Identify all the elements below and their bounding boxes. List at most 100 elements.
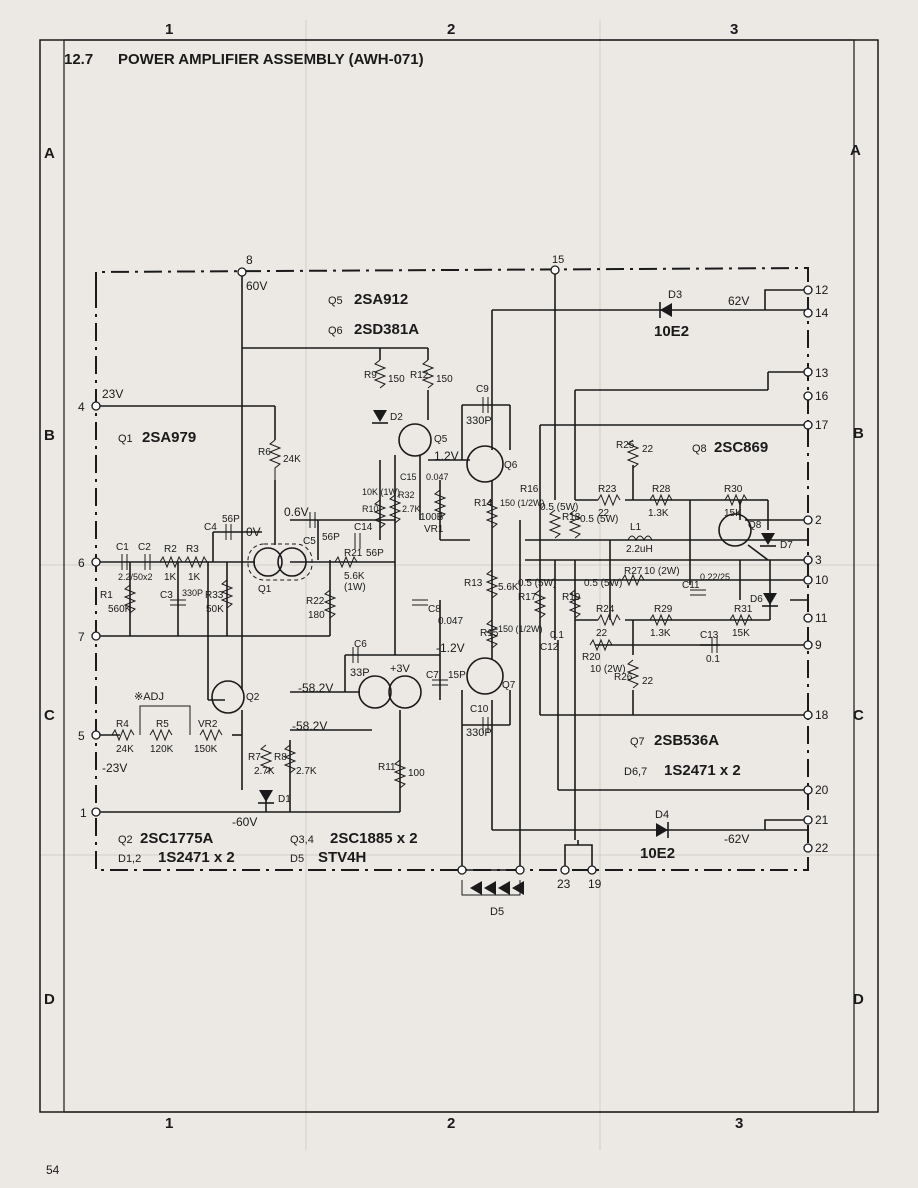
row-label-right-c: C <box>853 707 864 724</box>
r16-value: 0.5 (5W) <box>540 502 578 513</box>
r23-label: R23 <box>598 484 617 495</box>
terminals <box>91 265 813 875</box>
resistor-r27-symbol <box>621 573 645 587</box>
transistor-q6-symbol <box>466 445 504 483</box>
c15-label: C15 <box>400 472 417 482</box>
r3-label: R3 <box>186 544 199 555</box>
resistor-r16-symbol <box>548 509 562 539</box>
capacitor-c4-symbol <box>225 524 232 540</box>
d1-label: D1 <box>278 794 291 805</box>
r5-label: R5 <box>156 719 169 730</box>
c11-label: C11 <box>682 580 700 591</box>
r11-value: 100 <box>408 768 425 779</box>
resistor-r22-symbol <box>323 589 337 619</box>
c9-value: 330P <box>466 415 492 427</box>
capacitor-c6-symbol <box>352 647 359 663</box>
r26-label: R26 <box>614 672 633 683</box>
terminal-label-4: 4 <box>78 400 85 414</box>
terminal-label-12: 12 <box>815 283 829 297</box>
terminal-3 <box>803 555 813 565</box>
c12-value-label: 2.2/50x2 <box>118 572 153 582</box>
r9-label: R9 <box>364 370 377 381</box>
c7-value: 15P <box>448 670 466 681</box>
c2-label: C2 <box>138 542 151 553</box>
adj-label: ※ADJ <box>134 691 164 703</box>
voltage-60v: 60V <box>246 279 267 293</box>
r3-value: 1K <box>188 572 201 583</box>
terminal-label-20: 20 <box>815 783 829 797</box>
resistor-r14-symbol <box>485 499 499 529</box>
terminal-label-14: 14 <box>815 306 829 320</box>
resistor-r17-symbol <box>533 589 547 619</box>
r33-value: 50K <box>206 604 224 615</box>
terminal-2 <box>803 515 813 525</box>
voltage-n60v: -60V <box>232 815 257 829</box>
q5-symbol-label: Q5 <box>434 434 448 445</box>
voltage-n62v: -62V <box>724 832 749 846</box>
q7-type: 2SB536A <box>654 732 719 749</box>
diode-d1-symbol <box>259 790 273 802</box>
q8-type: 2SC869 <box>714 439 768 456</box>
resistor-r20-symbol <box>589 638 613 652</box>
capacitor-c1c2-symbol <box>121 554 151 570</box>
d4-type: 10E2 <box>640 845 675 862</box>
voltage-0-6v: 0.6V <box>284 505 309 519</box>
d6-label: D6 <box>750 594 763 605</box>
l1-value: 2.2uH <box>626 544 653 555</box>
resistor-vr1-symbol <box>433 489 447 519</box>
capacitor-c11-symbol <box>690 589 706 596</box>
capacitor-c7-symbol <box>432 679 448 686</box>
transistor-q2-symbol <box>211 680 245 714</box>
resistor-r3-symbol <box>184 555 208 569</box>
vr1-label: VR1 <box>424 524 444 535</box>
r17-label: R17 <box>518 592 537 603</box>
r17-value: 0.5 (5W) <box>518 578 556 589</box>
q6-ref: Q6 <box>328 325 343 337</box>
r22-value: 180 <box>308 610 325 621</box>
c3-label: C3 <box>160 590 173 601</box>
terminal-d5b <box>515 865 525 875</box>
capacitor-c9-symbol <box>482 397 489 413</box>
resistor-r10-symbol <box>373 499 387 529</box>
r20-label: R20 <box>582 652 601 663</box>
terminal-d5a <box>457 865 467 875</box>
q2-symbol-label: Q2 <box>246 692 260 703</box>
d67-type: 1S2471 x 2 <box>664 762 741 779</box>
diode-d6-symbol <box>763 593 777 605</box>
terminal-label-2: 2 <box>815 513 822 527</box>
terminal-label-3: 3 <box>815 553 822 567</box>
r28-value: 1.3K <box>648 508 669 519</box>
q2-ref: Q2 <box>118 834 133 846</box>
resistor-r2-symbol <box>159 555 183 569</box>
r24-label: R24 <box>596 604 615 615</box>
col-label-top-3: 3 <box>730 21 738 38</box>
terminal-9 <box>803 640 813 650</box>
terminal-6 <box>91 557 101 567</box>
resistor-r9-symbol <box>373 359 387 389</box>
r19-label: R19 <box>562 592 581 603</box>
terminal-label-5: 5 <box>78 729 85 743</box>
inner-frame <box>63 39 855 1113</box>
r14-value: 150 (1/2W) <box>500 498 545 508</box>
diode-d7-symbol <box>761 533 775 545</box>
row-label-left-a: A <box>44 145 55 162</box>
diode-d4-symbol <box>656 823 668 837</box>
r1-label: R1 <box>100 590 113 601</box>
d3-type: 10E2 <box>654 323 689 340</box>
resistor-vr2-symbol <box>199 728 223 742</box>
voltage-labels: 60V 23V 62V 1.2V 0.6V 0V -58.2V -58.2V +… <box>102 279 749 846</box>
fold-lines <box>40 20 880 1150</box>
terminal-label-9: 9 <box>815 638 822 652</box>
d5-type: STV4H <box>318 849 366 866</box>
r1-value: 560K <box>108 604 132 615</box>
resistor-r29-symbol <box>649 613 673 627</box>
r5-value: 120K <box>150 744 174 755</box>
r6-label: R6 <box>258 447 271 458</box>
page-number: 54 <box>46 1163 60 1177</box>
capacitor-c10-symbol <box>482 717 489 733</box>
transistor-q1-package <box>247 543 313 581</box>
r22-label: R22 <box>306 596 325 607</box>
r8-value: 2.7K <box>296 766 317 777</box>
resistor-r19-symbol <box>568 589 582 619</box>
component-labels: R6 24K R9 150 R12 150 D2 C9 330P R10 10K… <box>100 370 793 805</box>
